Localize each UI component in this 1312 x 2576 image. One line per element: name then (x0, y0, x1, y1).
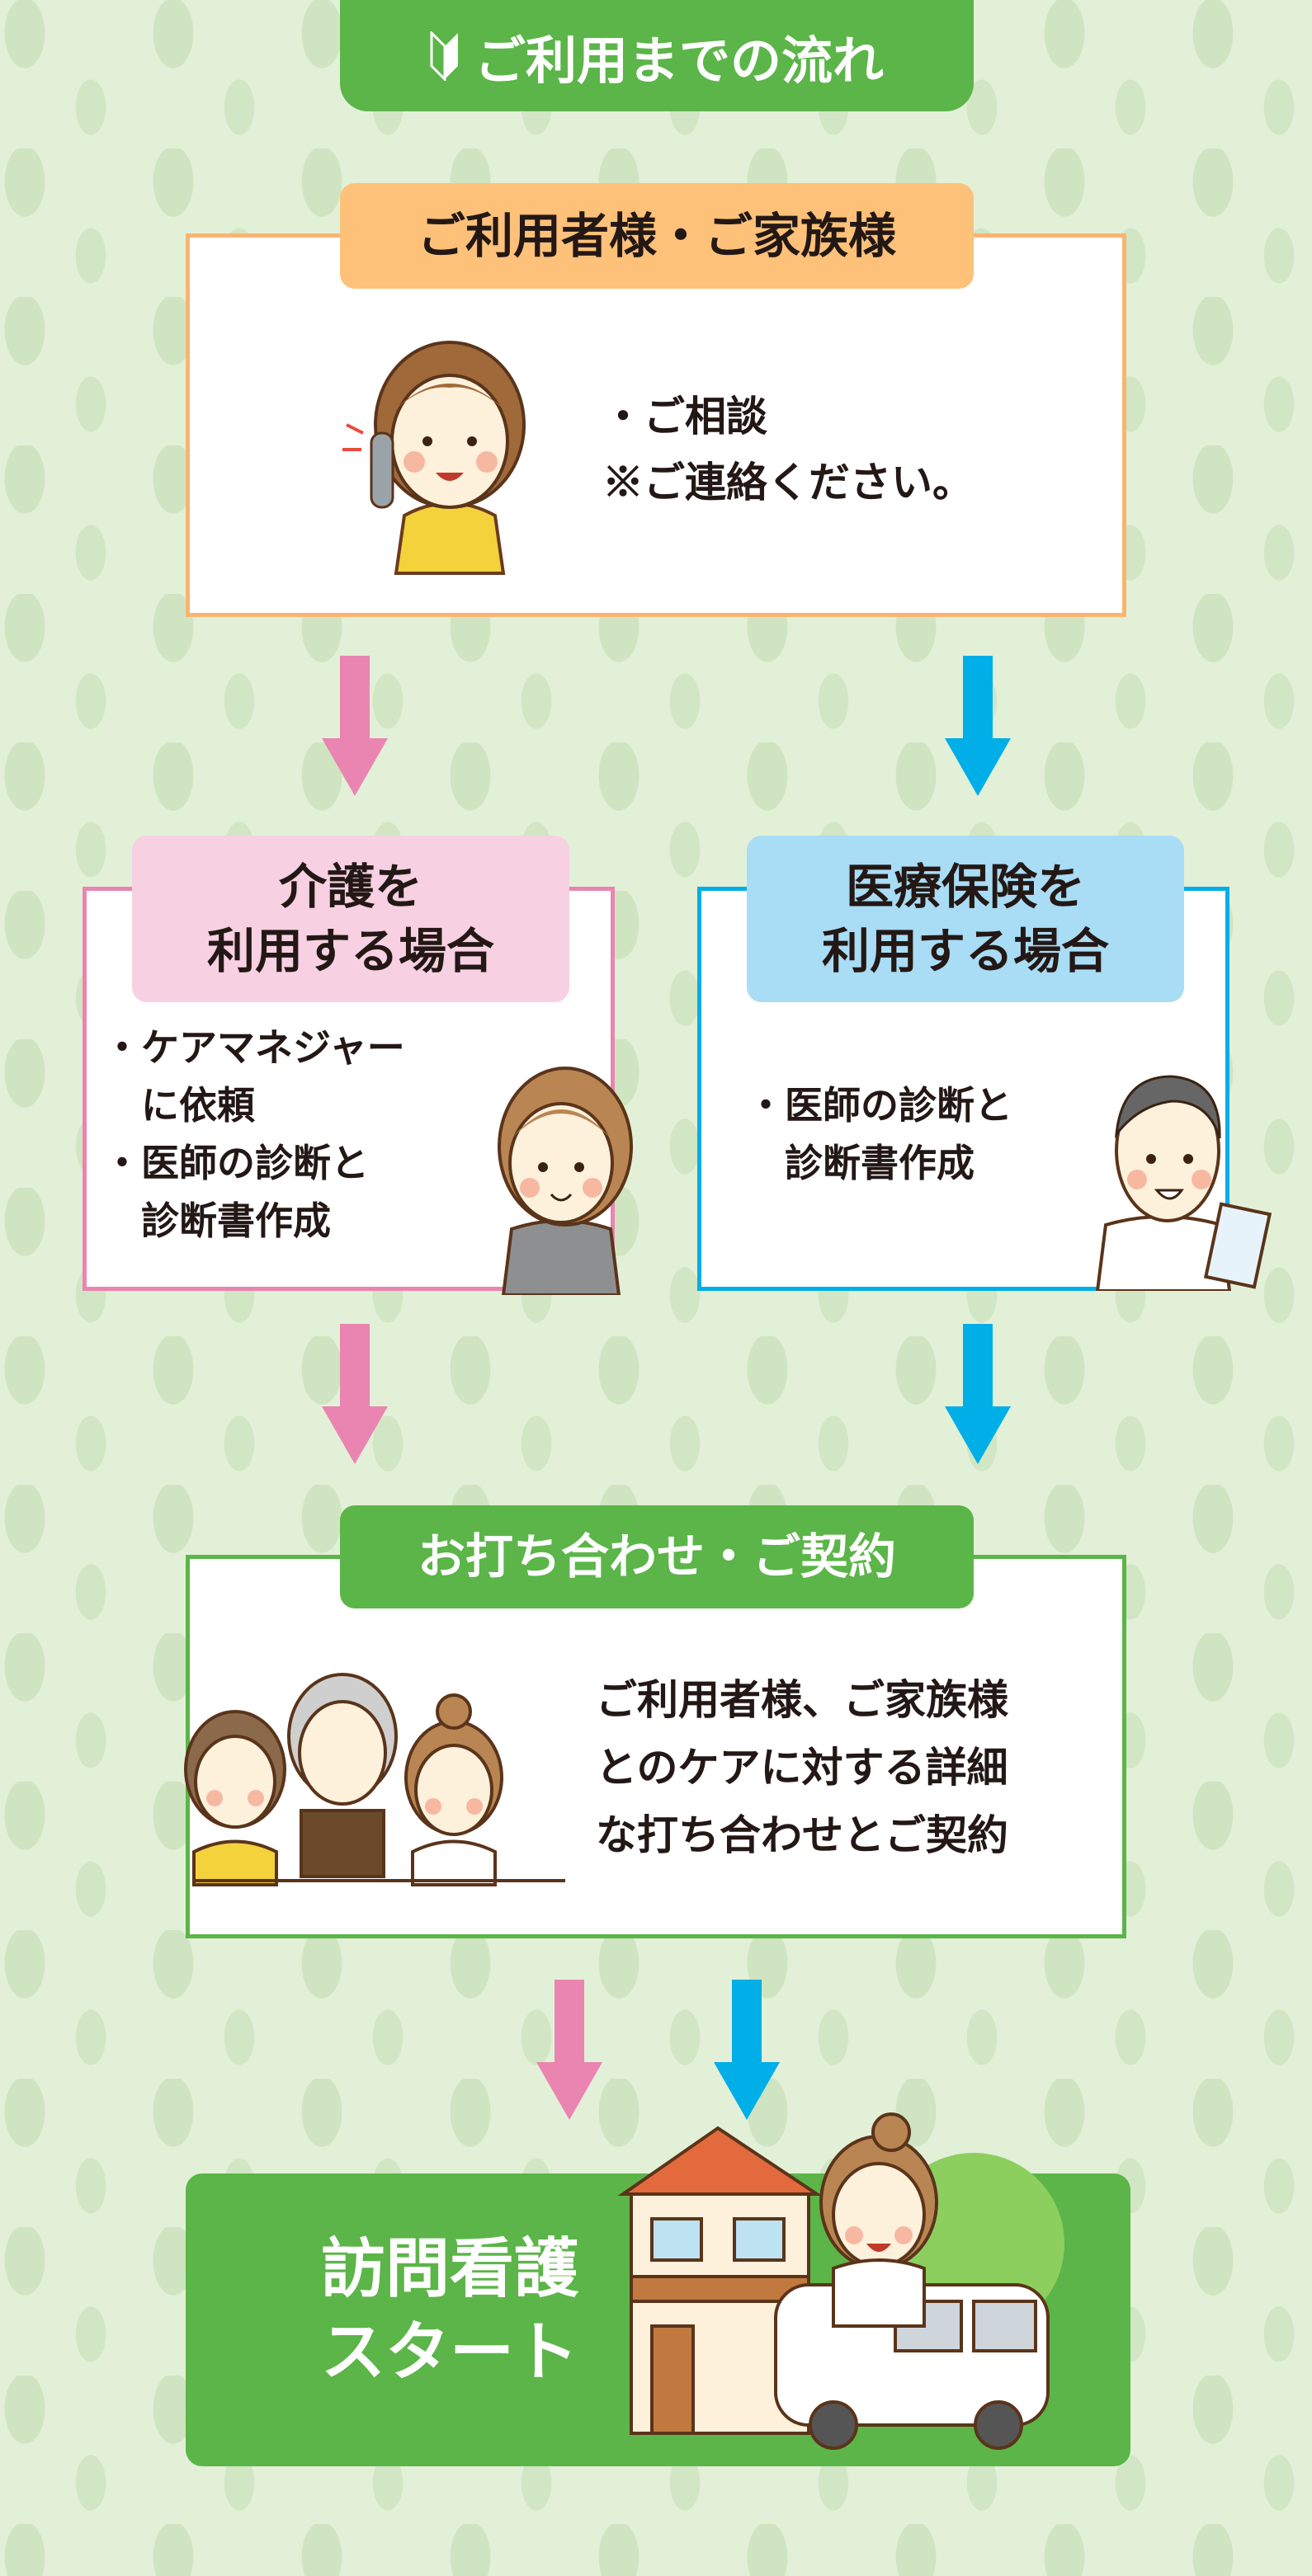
label-line: 医療保険を (845, 858, 1085, 915)
meeting-line: とのケアに対する詳細 (596, 1743, 1008, 1792)
woman-on-phone-illustration (342, 341, 526, 575)
care-manager-illustration (498, 1067, 633, 1295)
step-consultation-box (186, 233, 1126, 617)
arrow-down-blue (945, 1324, 1011, 1464)
care-step: ・医師の診断と (103, 1141, 369, 1185)
consultation-line: ・ご相談 (602, 392, 767, 440)
final-line: 訪問看護 (320, 2231, 578, 2306)
meeting-line: な打ち合わせとご契約 (596, 1811, 1008, 1859)
care-insurance-label: 介護を 利用する場合 (132, 836, 569, 1002)
arrow-down-blue (714, 1980, 780, 2120)
medical-step: 診断書作成 (747, 1141, 975, 1185)
medical-insurance-label: 医療保険を 利用する場合 (747, 836, 1184, 1002)
arrow-down-pink (322, 1324, 388, 1464)
consultation-text: ・ご相談 ※ご連絡ください。 (602, 384, 974, 516)
care-step: 診断書作成 (103, 1199, 331, 1243)
medical-steps-text: ・医師の診断と 診断書作成 (747, 1076, 1012, 1192)
arrow-down-pink (322, 656, 388, 796)
care-step: ・ケアマネジャー (103, 1025, 405, 1070)
service-start-text: 訪問看護 スタート (285, 2227, 615, 2395)
arrow-down-blue (945, 656, 1011, 796)
contact-note: ※ご連絡ください。 (602, 458, 974, 506)
doctor-illustration (1095, 1075, 1272, 1291)
meeting-line: ご利用者様、ご家族様 (596, 1675, 1008, 1724)
section-header: ご利用までの流れ (340, 0, 974, 111)
section-title: ご利用までの流れ (474, 30, 884, 91)
family-meeting-illustration (184, 1673, 565, 1886)
label-line: 介護を (278, 858, 422, 915)
label-line: 利用する場合 (821, 923, 1109, 979)
step-consultation-label: ご利用者様・ご家族様 (340, 183, 974, 289)
nurse-house-car-illustration (617, 2112, 1064, 2450)
final-line: スタート (320, 2315, 578, 2390)
medical-step: ・医師の診断と (747, 1083, 1012, 1128)
label-line: 利用する場合 (206, 923, 494, 979)
meeting-text: ご利用者様、ご家族様 とのケアに対する詳細 な打ち合わせとご契約 (596, 1666, 1008, 1869)
meeting-contract-label: お打ち合わせ・ご契約 (340, 1505, 974, 1608)
beginner-mark-icon (430, 31, 458, 81)
care-steps-text: ・ケアマネジャー に依頼 ・医師の診断と 診断書作成 (103, 1019, 405, 1250)
arrow-down-pink (536, 1980, 602, 2120)
care-step: に依頼 (103, 1083, 255, 1128)
